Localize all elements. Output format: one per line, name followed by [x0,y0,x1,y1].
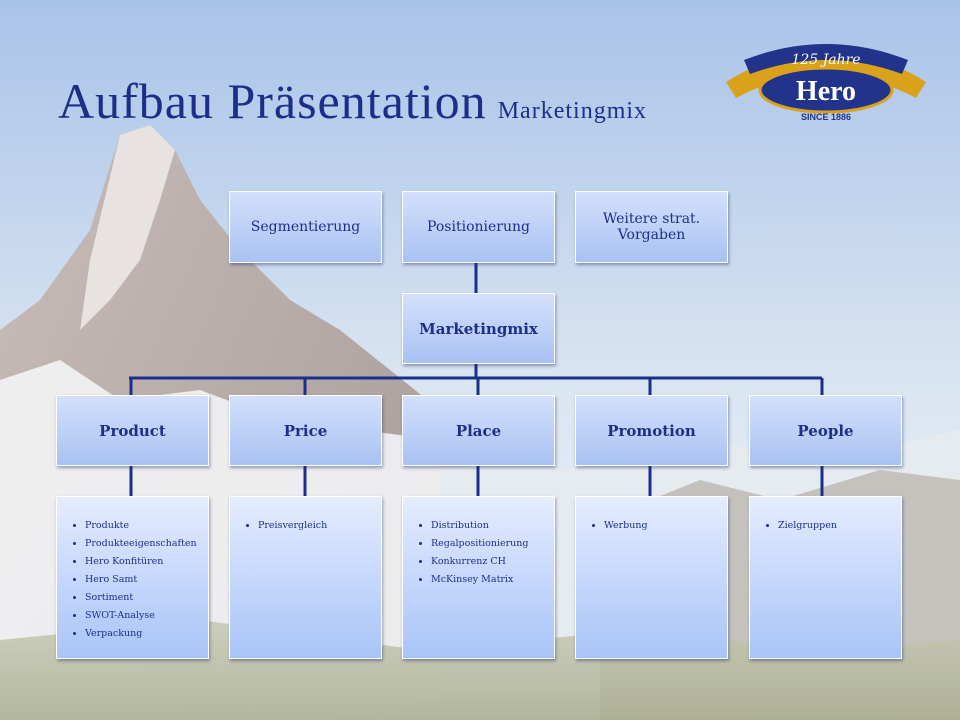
hero-logo: 125 Jahre Hero SINCE 1886 [726,44,926,122]
logo-since-text: SINCE 1886 [801,112,851,122]
box-product: Product [56,395,209,466]
box-place-label: Place [455,421,502,440]
list-item: Regalpositionierung [431,537,548,551]
box-segmentierung-label: Segmentierung [250,219,361,235]
box-price-label: Price [283,421,328,440]
list-item: Werbung [604,519,721,533]
box-people: People [749,395,902,466]
list-promotion: Werbung [575,496,728,659]
list-place: Distribution Regalpositionierung Konkurr… [402,496,555,659]
box-people-label: People [797,421,854,440]
list-item: Hero Samt [85,573,202,587]
box-positionierung: Positionierung [402,191,555,263]
list-item: SWOT-Analyse [85,609,202,623]
list-item: McKinsey Matrix [431,573,548,587]
list-price: Preisvergleich [229,496,382,659]
list-product: Produkte Produkteeigenschaften Hero Konf… [56,496,209,659]
box-weitere-vorgaben: Weitere strat. Vorgaben [575,191,728,263]
box-weitere-vorgaben-label: Weitere strat. Vorgaben [602,211,701,243]
page-title: Aufbau Präsentation Marketingmix [58,72,647,130]
list-item: Preisvergleich [258,519,375,533]
box-promotion: Promotion [575,395,728,466]
box-marketingmix: Marketingmix [402,293,555,364]
list-item: Zielgruppen [778,519,895,533]
title-subtitle: Marketingmix [497,98,648,124]
box-segmentierung: Segmentierung [229,191,382,263]
box-positionierung-label: Positionierung [427,219,530,235]
list-item: Produkteeigenschaften [85,537,202,551]
logo-brand-text: Hero [796,76,856,107]
box-product-label: Product [99,421,166,440]
list-item: Produkte [85,519,202,533]
box-promotion-label: Promotion [607,421,696,440]
box-place: Place [402,395,555,466]
box-marketingmix-label: Marketingmix [419,319,538,338]
list-item: Sortiment [85,591,202,605]
list-item: Verpackung [85,627,202,641]
list-item: Hero Konfitüren [85,555,202,569]
title-main: Aufbau Präsentation [58,73,487,129]
list-people: Zielgruppen [749,496,902,659]
list-item: Konkurrenz CH [431,555,548,569]
logo-anniversary-text: 125 Jahre [791,52,860,68]
box-price: Price [229,395,382,466]
list-item: Distribution [431,519,548,533]
